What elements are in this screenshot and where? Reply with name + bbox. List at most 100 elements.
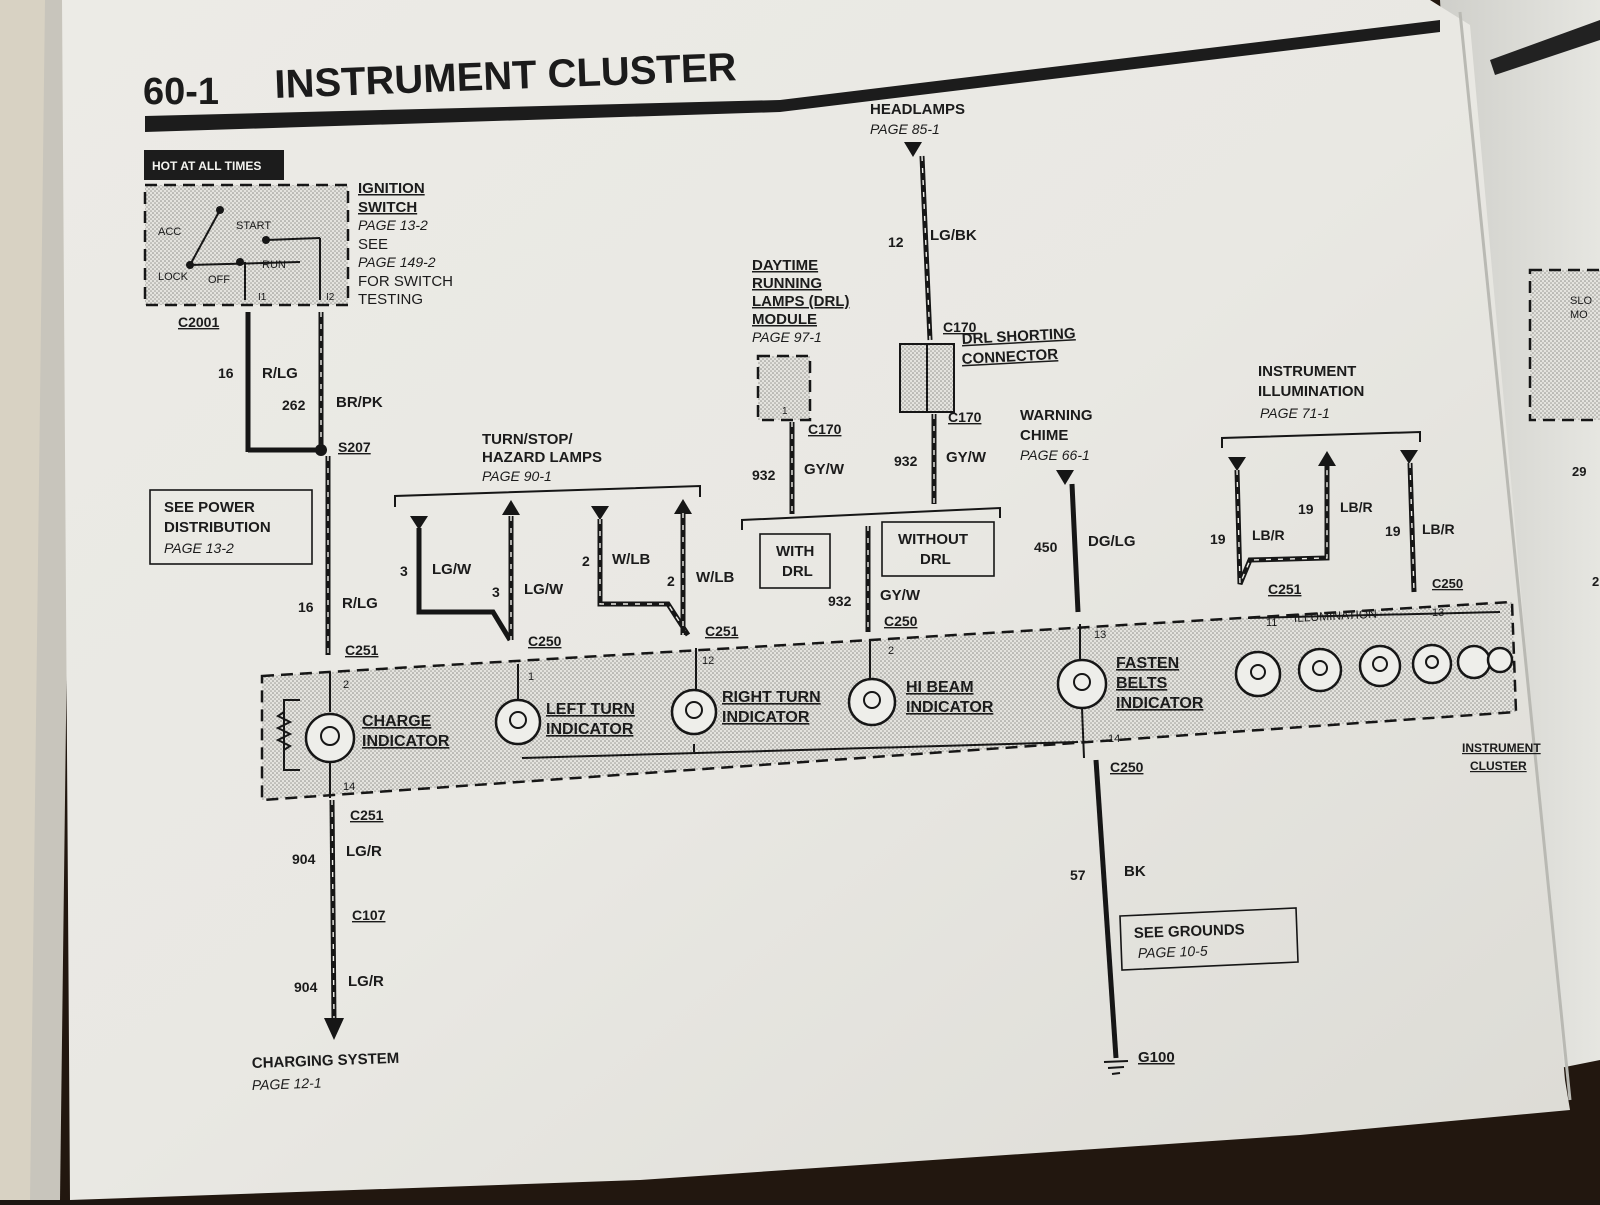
svg-text:BK: BK	[1124, 863, 1146, 880]
adjacent-page-fragment: SLO MO 29 2	[1528, 268, 1600, 589]
svg-text:13: 13	[1094, 629, 1106, 641]
svg-text:PAGE 13-2: PAGE 13-2	[358, 217, 428, 233]
charging-system-ref: CHARGING SYSTEM PAGE 12-1	[252, 1050, 400, 1093]
svg-text:IGNITION: IGNITION	[358, 180, 425, 197]
see-power-distribution-box: SEE POWER DISTRIBUTION PAGE 13-2	[149, 489, 313, 565]
svg-text:ILLUMINATION: ILLUMINATION	[1258, 383, 1364, 400]
svg-text:PAGE 97-1: PAGE 97-1	[752, 329, 822, 345]
svg-text:INDICATOR: INDICATOR	[362, 733, 450, 750]
svg-text:19: 19	[1210, 531, 1226, 547]
connector-label: C251	[1268, 581, 1302, 597]
wire-16-r-lg-lower: 16 R/LG	[298, 456, 378, 655]
svg-text:2: 2	[1592, 574, 1599, 589]
connector-label: C250	[1432, 576, 1463, 591]
svg-text:PAGE 85-1: PAGE 85-1	[870, 121, 940, 137]
connector-label: C250	[1110, 759, 1144, 775]
svg-text:932: 932	[828, 593, 852, 609]
svg-text:LB/R: LB/R	[1340, 499, 1373, 515]
svg-text:I2: I2	[326, 292, 335, 303]
hot-at-all-times-badge: HOT AT ALL TIMES	[144, 150, 284, 180]
svg-text:W/LB: W/LB	[612, 551, 650, 568]
svg-text:INDICATOR: INDICATOR	[906, 699, 994, 716]
wire-3-lg-w: 3 LG/W 3 LG/W	[400, 516, 564, 642]
svg-text:INDICATOR: INDICATOR	[546, 721, 634, 738]
connector-label: C2001	[178, 314, 219, 330]
svg-text:904: 904	[292, 851, 316, 867]
wire-16-r-lg: 16 R/LG	[218, 312, 320, 453]
connector-label: C250	[528, 633, 562, 649]
svg-text:1: 1	[528, 671, 534, 683]
svg-text:3: 3	[400, 563, 408, 579]
svg-text:16: 16	[298, 599, 314, 615]
drl-module: DAYTIME RUNNING LAMPS (DRL) MODULE PAGE …	[752, 257, 850, 422]
svg-text:1: 1	[782, 406, 788, 417]
connector-label: C250	[884, 613, 918, 629]
svg-text:SEE GROUNDS: SEE GROUNDS	[1134, 921, 1245, 942]
svg-text:LG/BK: LG/BK	[930, 227, 977, 244]
svg-text:LEFT TURN: LEFT TURN	[546, 701, 635, 718]
svg-text:57: 57	[1070, 867, 1086, 883]
svg-text:WITHOUT: WITHOUT	[898, 531, 968, 548]
indicator-labels: CHARGE INDICATOR LEFT TURN INDICATOR RIG…	[362, 655, 1204, 750]
svg-text:19: 19	[1385, 523, 1401, 539]
svg-text:2: 2	[667, 573, 675, 589]
svg-text:INDICATOR: INDICATOR	[722, 709, 810, 726]
ignition-switch: ACC START RUN LOCK OFF I1 I2	[143, 183, 350, 307]
connector-label: C170	[808, 421, 842, 437]
svg-text:HOT AT ALL TIMES: HOT AT ALL TIMES	[152, 159, 261, 173]
warning-chime-ref: WARNING CHIME PAGE 66-1 450 DG/LG	[1020, 407, 1136, 613]
connector-label: C251	[350, 807, 384, 823]
svg-text:LOCK: LOCK	[158, 271, 189, 283]
svg-text:RUN: RUN	[262, 259, 286, 271]
hi-beam-indicator-bulb	[847, 640, 897, 727]
turn-stop-hazard-ref: TURN/STOP/ HAZARD LAMPS PAGE 90-1	[394, 431, 701, 530]
svg-text:W/LB: W/LB	[696, 569, 734, 586]
left-turn-indicator-bulb	[494, 664, 542, 746]
cluster-label: INSTRUMENT CLUSTER	[1462, 741, 1541, 773]
svg-text:HEADLAMPS: HEADLAMPS	[870, 101, 965, 118]
svg-text:I1: I1	[258, 292, 267, 303]
svg-text:WARNING: WARNING	[1020, 407, 1093, 424]
with-drl-box: WITH DRL	[759, 533, 831, 589]
ignition-label: IGNITION SWITCH PAGE 13-2 SEE PAGE 149-2…	[358, 180, 453, 308]
svg-text:BELTS: BELTS	[1116, 675, 1168, 692]
wire-19-lb-r: 19 LB/R 19 LB/R 19 LB/R	[1210, 462, 1455, 593]
drl-shorting-connector: DRL SHORTING CONNECTOR	[899, 325, 1076, 413]
svg-text:SEE: SEE	[358, 236, 388, 253]
svg-text:CONNECTOR: CONNECTOR	[961, 346, 1058, 368]
connector-label: C251	[345, 642, 379, 658]
svg-text:932: 932	[752, 467, 776, 483]
svg-text:12: 12	[702, 655, 714, 667]
svg-text:LB/R: LB/R	[1422, 521, 1455, 537]
svg-text:R/LG: R/LG	[262, 365, 298, 382]
svg-text:INSTRUMENT: INSTRUMENT	[1258, 363, 1356, 380]
svg-text:SWITCH: SWITCH	[358, 199, 417, 216]
svg-text:450: 450	[1034, 539, 1058, 555]
svg-text:PAGE 71-1: PAGE 71-1	[1260, 405, 1330, 421]
svg-text:SLO: SLO	[1570, 295, 1592, 307]
instrument-illumination-ref: INSTRUMENT ILLUMINATION PAGE 71-1	[1221, 363, 1421, 471]
svg-text:12: 12	[888, 234, 904, 250]
svg-text:CHARGE: CHARGE	[362, 713, 432, 730]
svg-text:11: 11	[1266, 617, 1277, 629]
svg-text:GY/W: GY/W	[946, 449, 987, 466]
svg-text:FOR SWITCH: FOR SWITCH	[358, 273, 453, 290]
svg-text:R/LG: R/LG	[342, 595, 378, 612]
right-turn-indicator-bulb	[670, 648, 718, 736]
svg-text:CLUSTER: CLUSTER	[1470, 759, 1527, 773]
svg-text:DRL: DRL	[782, 563, 813, 580]
svg-text:LG/R: LG/R	[346, 843, 382, 860]
svg-text:PAGE 149-2: PAGE 149-2	[358, 254, 436, 270]
svg-text:WITH: WITH	[776, 543, 814, 560]
svg-text:14: 14	[343, 781, 355, 793]
wire-57-bk: 57 BK	[1070, 759, 1146, 1059]
svg-text:LG/R: LG/R	[348, 973, 384, 990]
connector-label: C170	[948, 409, 982, 425]
svg-text:262: 262	[282, 397, 306, 413]
wire-904-lg-r: 904 LG/R 904 LG/R	[292, 799, 384, 1040]
svg-text:TESTING: TESTING	[358, 291, 423, 308]
svg-text:LG/W: LG/W	[432, 561, 472, 578]
svg-text:DG/LG: DG/LG	[1088, 533, 1136, 550]
svg-text:DRL: DRL	[920, 551, 951, 568]
